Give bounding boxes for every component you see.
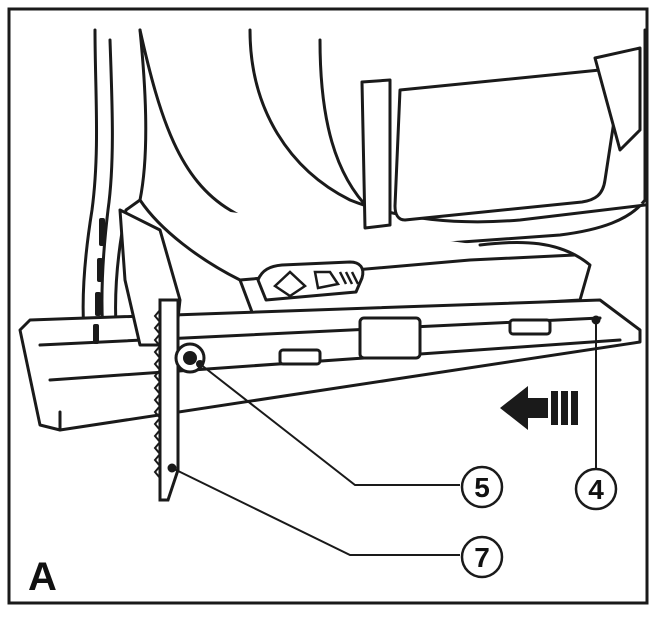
leader-dot-4 xyxy=(591,315,601,325)
jigsaw-body xyxy=(18,28,647,432)
saw-blade xyxy=(153,298,180,502)
callout-7: 7 xyxy=(460,535,504,579)
leader-dot-7 xyxy=(167,463,177,473)
arrow-left-icon xyxy=(500,386,578,430)
leader-line-5 xyxy=(199,363,460,486)
handle-vents xyxy=(93,218,105,344)
callout-4-label: 4 xyxy=(588,474,604,505)
callout-4: 4 xyxy=(574,467,618,511)
callout-5: 5 xyxy=(460,465,504,509)
pendulum-icon xyxy=(272,270,360,298)
leader-lines xyxy=(167,315,601,556)
callout-7-label: 7 xyxy=(474,542,490,573)
leader-line-7 xyxy=(171,467,460,556)
callout-5-label: 5 xyxy=(474,472,490,503)
blade-clamp-lever xyxy=(174,342,206,374)
panel-label: A xyxy=(28,555,57,599)
